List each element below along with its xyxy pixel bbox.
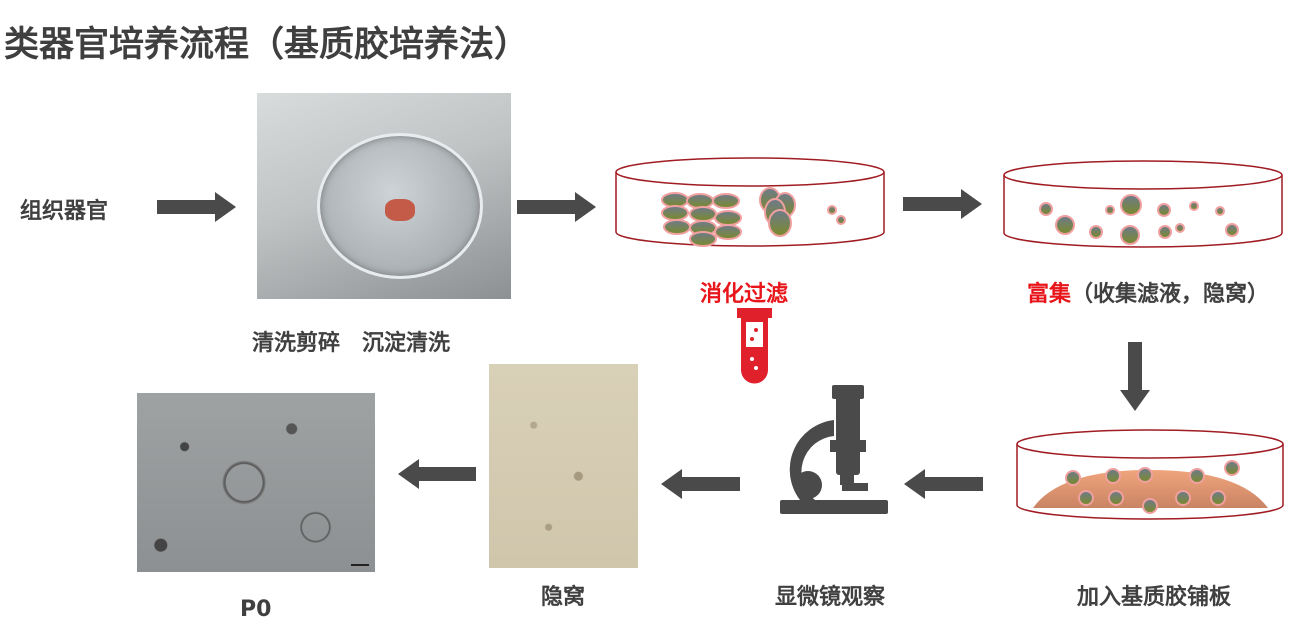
- test-tube-icon: [737, 308, 772, 384]
- label-digest: 消化过滤: [700, 282, 789, 307]
- label-plate: 加入基质胶铺板: [1077, 585, 1232, 610]
- arrow-down-icon: [1120, 342, 1150, 411]
- enriched-crypts: [1039, 194, 1239, 245]
- arrow-left-icon: [398, 459, 476, 489]
- microscope-icon: [780, 385, 888, 514]
- label-tissue: 组织器官: [20, 199, 109, 224]
- photo-tissue-dish: [257, 93, 511, 299]
- arrow-left-icon: [904, 469, 983, 499]
- scale-bar: [351, 564, 369, 566]
- arrow-right-icon: [157, 192, 236, 222]
- label-enrich-highlight: 富集: [1027, 282, 1072, 307]
- arrow-left-icon: [661, 469, 740, 499]
- page-title: 类器官培养流程（基质胶培养法）: [4, 25, 530, 65]
- arrow-right-icon: [903, 189, 982, 219]
- petri-dish-icon: [615, 157, 885, 247]
- label-enrich: 富集（收集滤液，隐窝）: [1027, 276, 1269, 308]
- plated-crypts: [1065, 460, 1240, 514]
- arrow-right-icon: [517, 192, 596, 222]
- photo-p0-organoids: [137, 393, 375, 572]
- label-wash: 清洗剪碎 沉淀清洗: [252, 331, 451, 356]
- photo-crypts: [489, 364, 638, 568]
- label-enrich-detail: （收集滤液，隐窝）: [1071, 282, 1270, 307]
- label-crypt: 隐窝: [541, 585, 586, 610]
- label-p0: P0: [240, 597, 272, 622]
- petri-dish-icon: [1016, 429, 1284, 520]
- digested-tissue-fragments: [661, 187, 846, 247]
- label-observe: 显微镜观察: [775, 585, 886, 610]
- petri-dish-icon: [1003, 160, 1283, 248]
